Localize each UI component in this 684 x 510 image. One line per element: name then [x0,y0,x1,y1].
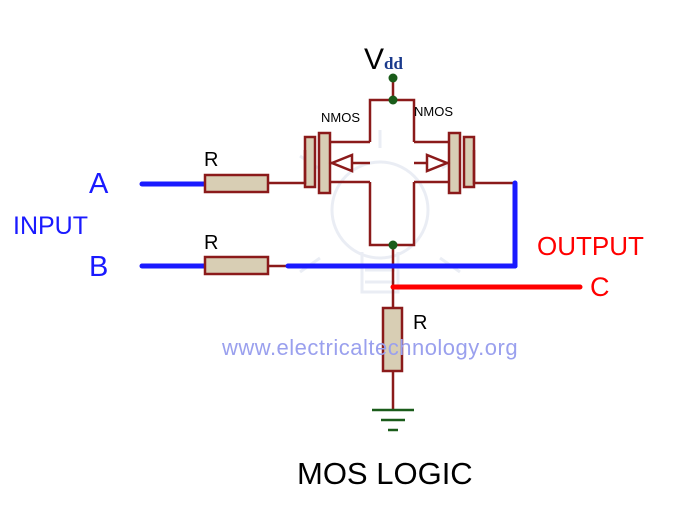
watermark-text: www.electricaltechnology.org [222,335,519,360]
resistor-label-b: R [204,232,219,254]
gate-wiring [268,150,515,268]
input-wires [139,180,518,269]
diagram-title: MOS LOGIC [297,456,473,491]
resistor-label-a: R [204,149,219,171]
output-label: OUTPUT [537,231,644,261]
input-b-label: B [89,251,109,283]
nmos-label-left: NMOS [321,110,360,125]
resistor-label-pulldown: R [413,312,428,334]
supply-sub: dd [384,54,403,73]
nmos-transistor-left [303,131,370,195]
supply-main: V [364,43,385,76]
resistor-b [203,255,270,276]
resistor-a [203,173,270,194]
pulldown-and-ground [381,306,404,410]
junction-nodes [388,73,398,250]
supply-label: Vdd [364,45,403,75]
output-terminal-label: C [590,272,610,302]
input-a-label: A [89,168,109,200]
input-group-label: INPUT [13,212,88,240]
nmos-label-right: NMOS [414,104,453,119]
input-resistors [203,173,270,276]
vdd-wiring [368,78,416,142]
nmos-transistor-right [414,131,476,195]
ground-symbol [372,408,414,432]
